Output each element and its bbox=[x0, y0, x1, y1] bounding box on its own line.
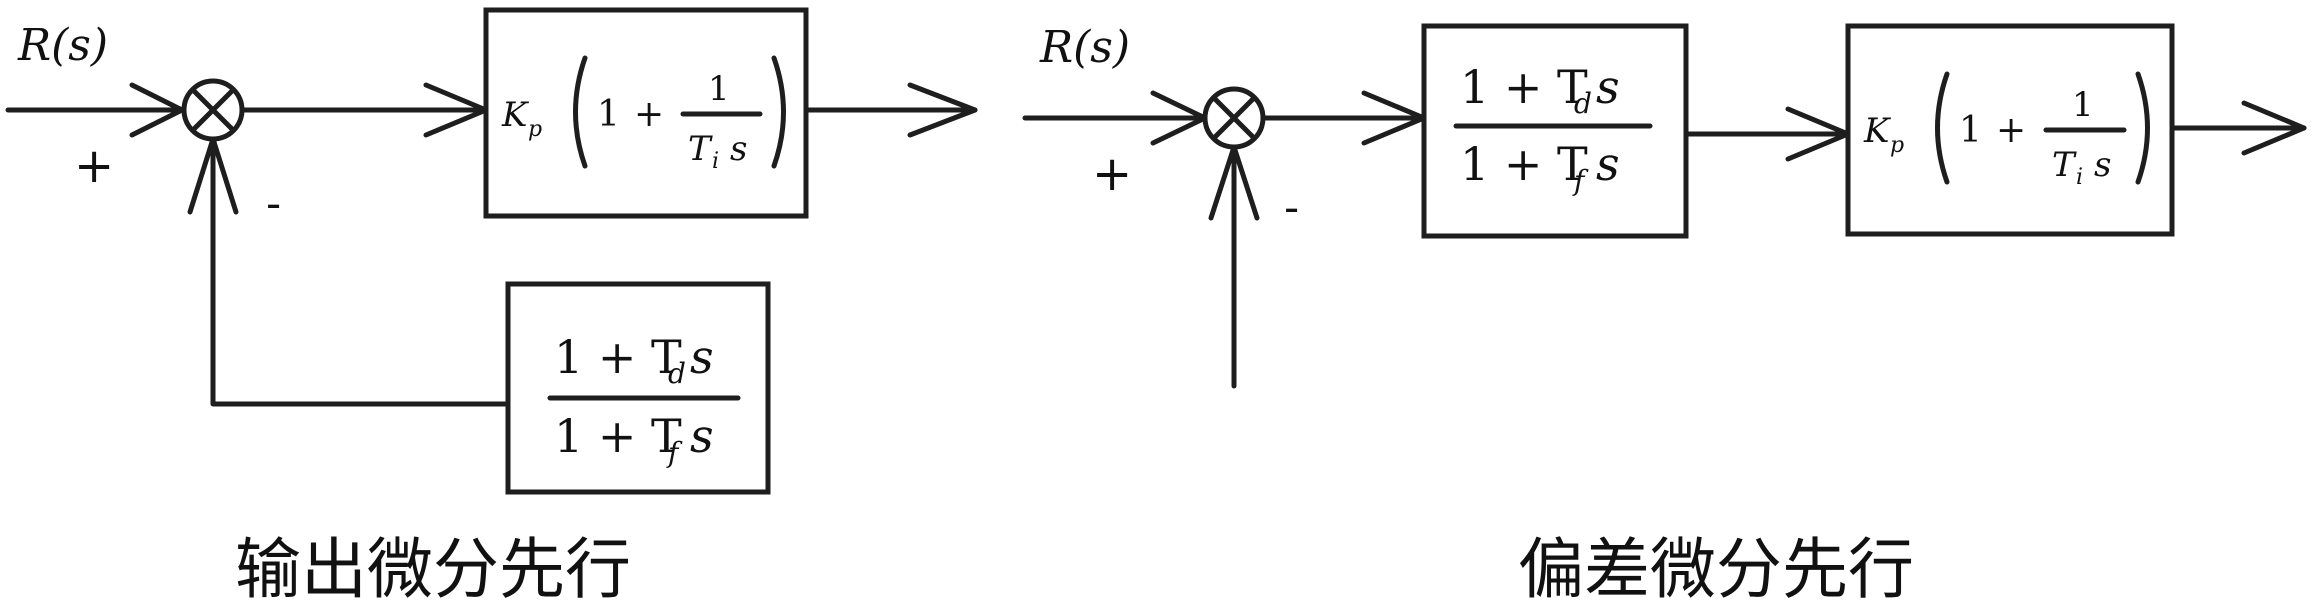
svg-text:T: T bbox=[2052, 145, 2077, 185]
left-input-label: R(s) bbox=[17, 20, 108, 71]
svg-text:s: s bbox=[2094, 145, 2111, 185]
left-caption: 输出微分先行 bbox=[235, 531, 631, 607]
right-summing-junction bbox=[1202, 86, 1266, 150]
left-plus-sign: + bbox=[74, 138, 114, 194]
right-feedback-arrowhead bbox=[1208, 144, 1260, 221]
left-summing-junction bbox=[181, 78, 245, 142]
right-input-label: R(s) bbox=[1039, 22, 1130, 73]
svg-text:1: 1 bbox=[2072, 85, 2094, 125]
svg-text:p: p bbox=[528, 117, 542, 142]
left-diagram: R(s) + - K p 1 + 1 T i s bbox=[5, 7, 978, 607]
svg-text:T: T bbox=[688, 129, 713, 169]
right-output-arrowhead bbox=[2241, 100, 2307, 156]
svg-text:1: 1 bbox=[597, 94, 620, 135]
svg-text:d: d bbox=[668, 357, 686, 390]
svg-text:p: p bbox=[1890, 133, 1904, 158]
svg-text:K: K bbox=[1863, 111, 1892, 151]
svg-text:i: i bbox=[2076, 165, 2083, 190]
svg-text:s: s bbox=[730, 129, 747, 169]
left-feedback-path bbox=[210, 136, 511, 407]
right-controller-formula: K p 1 + 1 T i s bbox=[1863, 71, 2150, 190]
svg-text:+: + bbox=[1996, 110, 2026, 151]
right-minus-sign: - bbox=[1284, 183, 1299, 232]
left-minus-sign: - bbox=[266, 179, 281, 228]
svg-text:1 + T: 1 + T bbox=[554, 409, 682, 463]
svg-text:s: s bbox=[1596, 137, 1620, 191]
svg-text:K: K bbox=[501, 95, 530, 135]
left-output-arrowhead bbox=[907, 82, 978, 138]
svg-text:1 + T: 1 + T bbox=[554, 330, 682, 384]
svg-text:d: d bbox=[1574, 87, 1592, 120]
svg-text:1: 1 bbox=[1959, 110, 1982, 151]
left-controller-formula: K p 1 + 1 T i s bbox=[501, 55, 786, 174]
svg-text:s: s bbox=[690, 330, 714, 384]
svg-text:1 + T: 1 + T bbox=[1460, 137, 1588, 191]
left-feedback-formula: 1 + T d s 1 + T f s bbox=[547, 330, 741, 469]
right-diagram: R(s) + - 1 + T d s 1 + T f s K p bbox=[1022, 22, 2307, 607]
svg-text:1: 1 bbox=[708, 69, 730, 109]
svg-text:s: s bbox=[690, 409, 714, 463]
right-caption: 偏差微分先行 bbox=[1518, 531, 1914, 607]
svg-text:+: + bbox=[634, 94, 664, 135]
left-feedback-arrowhead bbox=[187, 136, 239, 215]
right-lead-block bbox=[1421, 23, 1689, 239]
svg-text:s: s bbox=[1596, 60, 1620, 114]
svg-text:i: i bbox=[712, 149, 719, 174]
right-plus-sign: + bbox=[1092, 146, 1132, 202]
svg-text:1 + T: 1 + T bbox=[1460, 60, 1588, 114]
left-feedback-block bbox=[505, 281, 771, 495]
right-lead-formula: 1 + T d s 1 + T f s bbox=[1453, 60, 1653, 197]
